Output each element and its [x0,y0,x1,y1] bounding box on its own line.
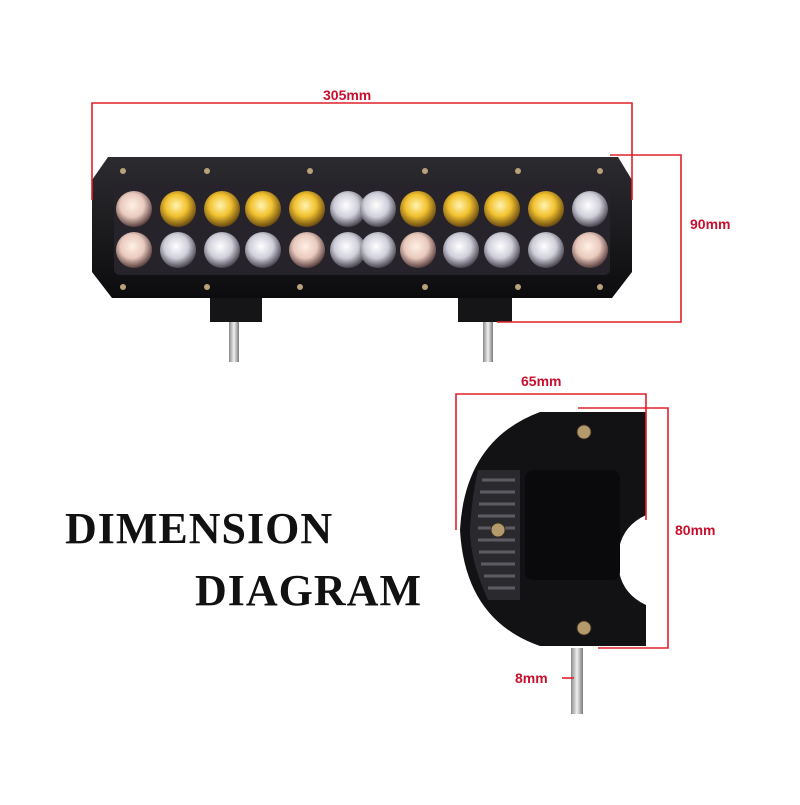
upper-led-row [116,191,608,227]
side-screws [490,424,592,636]
mount-bracket-left [210,296,262,322]
light-bar-front-view [92,157,632,362]
mount-bolt-right [483,320,493,362]
mount-bracket-right [458,296,512,322]
title-line-2: DIAGRAM [195,566,422,615]
height-label: 90mm [690,216,731,232]
side-center-block [525,470,620,580]
housing-screws [120,168,603,290]
side-bolt [571,648,583,714]
length-dimension-line [91,102,633,200]
bolt-label: 8mm [515,670,548,686]
side-height-dimension-line [578,407,669,649]
height-dimension-line [497,154,682,323]
mount-bolt-left [229,320,239,362]
length-label: 305mm [323,87,372,103]
light-bar-side-view [460,412,646,714]
width-label: 65mm [521,373,562,389]
side-height-label: 80mm [675,522,716,538]
lower-led-row [116,232,608,268]
width-dimension-line [455,393,647,530]
title-line-1: DIMENSION [65,504,334,553]
